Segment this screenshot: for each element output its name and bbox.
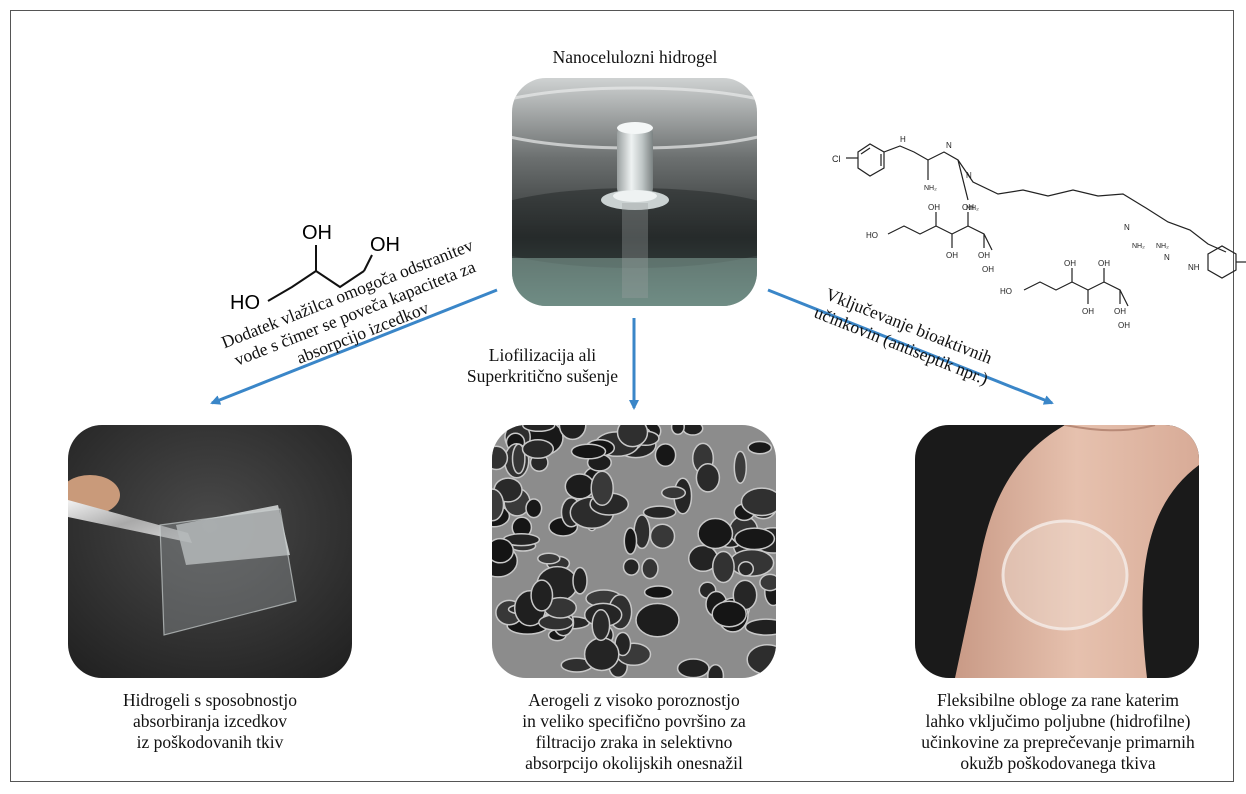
svg-text:NH: NH	[1188, 263, 1200, 272]
figure-frame	[10, 10, 1234, 782]
sem-pore	[670, 425, 685, 436]
glycerol-oh-right: OH	[370, 234, 400, 256]
top-title: Nanocelulozni hidrogel	[552, 47, 718, 67]
center-arrow-text: Liofilizacija ali Superkritično sušenje	[466, 345, 619, 386]
sem-pore	[530, 579, 554, 612]
left-arrow	[210, 288, 498, 405]
sem-pore	[511, 443, 526, 475]
wrist-dressing-photo	[915, 425, 1199, 678]
svg-text:N: N	[966, 171, 972, 180]
svg-text:OH: OH	[1098, 259, 1110, 268]
svg-text:HO: HO	[866, 231, 878, 240]
sem-pore	[682, 425, 704, 436]
sem-pore	[583, 637, 620, 672]
caption-hydrogels: Hidrogeli s sposobnostjo absorbiranja iz…	[122, 690, 298, 752]
svg-text:NH₂: NH₂	[924, 185, 937, 192]
caption-dressings: Fleksibilne obloge za rane katerim lahko…	[921, 690, 1195, 773]
sem-pore	[641, 557, 659, 580]
sem-pore	[643, 585, 674, 600]
sem-pore	[616, 425, 649, 448]
sem-pore	[642, 505, 677, 520]
sem-pore	[572, 566, 588, 595]
svg-text:OH: OH	[982, 265, 994, 274]
sem-pore	[697, 517, 734, 550]
aerogel-sem-photo	[492, 425, 776, 678]
svg-text:NH₂: NH₂	[1156, 243, 1169, 250]
svg-text:OH: OH	[1114, 307, 1126, 316]
sem-pore	[649, 523, 676, 549]
svg-text:N: N	[946, 141, 952, 150]
sem-pore	[537, 552, 561, 565]
hydrogel-photo	[512, 78, 757, 306]
sem-pore	[744, 618, 776, 636]
svg-text:OH: OH	[962, 203, 974, 212]
sem-pore	[570, 443, 607, 460]
glycerol-oh-top: OH	[302, 222, 332, 244]
sem-pore	[737, 560, 755, 577]
sem-pore	[622, 557, 640, 576]
hydrogel-film-photo	[68, 425, 352, 678]
sem-pore	[635, 602, 680, 638]
sem-pore	[590, 470, 614, 506]
sem-pore	[660, 486, 687, 500]
sem-pore	[525, 498, 543, 519]
sem-pore	[558, 425, 587, 441]
sem-pore	[707, 663, 725, 678]
glycerol-structure: OH OH HO	[230, 222, 400, 314]
sem-pore	[521, 438, 555, 460]
sem-pore	[564, 473, 595, 500]
sem-pore	[734, 527, 776, 551]
sem-pore	[623, 527, 638, 555]
svg-text:NH₂: NH₂	[966, 205, 979, 212]
svg-text:OH: OH	[978, 251, 990, 260]
svg-text:OH: OH	[928, 203, 940, 212]
sem-pore	[492, 537, 515, 564]
svg-text:Cl: Cl	[832, 154, 841, 164]
sem-pore	[711, 600, 747, 628]
sem-pore	[676, 658, 710, 678]
svg-text:N: N	[1164, 253, 1170, 262]
chlorhexidine-gluconate-structure: Cl H N N NH₂ NH₂ N NH₂ NH₂ N NH HO OH OH…	[832, 135, 1246, 330]
sem-pore	[695, 462, 721, 493]
svg-text:HO: HO	[1000, 287, 1012, 296]
sem-pore	[759, 573, 776, 592]
sem-pore	[492, 488, 505, 522]
glycerol-ho-left: HO	[230, 292, 260, 314]
svg-text:OH: OH	[946, 251, 958, 260]
svg-text:OH: OH	[1118, 321, 1130, 330]
sem-pore	[711, 550, 735, 584]
svg-text:N: N	[1124, 223, 1130, 232]
svg-text:OH: OH	[1082, 307, 1094, 316]
svg-text:OH: OH	[1064, 259, 1076, 268]
right-arrow	[767, 288, 1054, 405]
svg-text:H: H	[900, 135, 906, 144]
svg-text:NH₂: NH₂	[1132, 243, 1145, 250]
caption-aerogels: Aerogeli z visoko poroznostjo in veliko …	[522, 690, 746, 773]
sem-pore	[521, 425, 556, 433]
sem-pore	[492, 445, 509, 471]
sem-pore	[654, 443, 677, 468]
sem-pore	[591, 609, 611, 642]
sem-pore	[740, 487, 776, 517]
sem-pore	[747, 440, 773, 455]
sem-pore	[733, 450, 748, 484]
